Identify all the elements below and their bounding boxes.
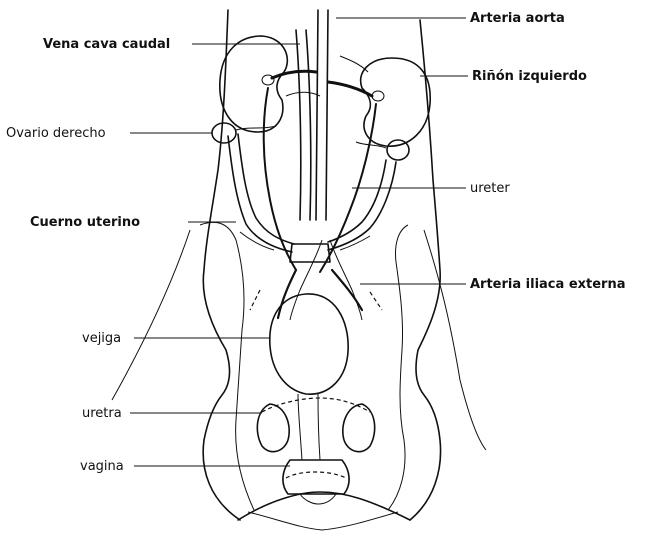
- right-kidney: [220, 36, 288, 132]
- labels: Arteria aorta Vena cava caudal Riñón izq…: [6, 11, 626, 474]
- uterine-horns: [228, 134, 396, 262]
- label-vejiga: vejiga: [82, 331, 121, 346]
- label-rinon-izquierdo: Riñón izquierdo: [472, 69, 587, 84]
- vena-cava-vessel: [296, 30, 311, 220]
- left-ovary: [356, 140, 409, 160]
- label-ovario-derecho: Ovario derecho: [6, 126, 106, 141]
- label-ureter: ureter: [470, 181, 510, 196]
- label-aorta: Arteria aorta: [470, 11, 565, 26]
- label-uretra: uretra: [82, 406, 122, 421]
- label-vagina: vagina: [80, 459, 124, 474]
- label-arteria-iliaca: Arteria iliaca externa: [470, 277, 626, 292]
- label-vena-cava: Vena cava caudal: [43, 37, 170, 52]
- vagina-structure: [283, 460, 349, 504]
- label-cuerno-uterino: Cuerno uterino: [30, 215, 140, 230]
- bladder: [270, 294, 348, 460]
- urethra-region: [257, 398, 374, 452]
